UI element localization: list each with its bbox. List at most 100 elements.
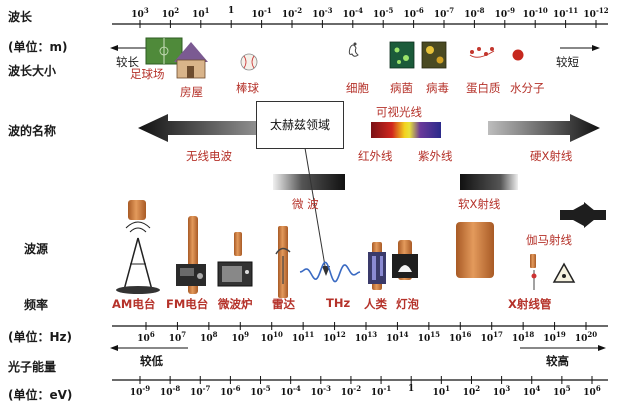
wavelength-tick-label: 10-6 [403, 6, 423, 20]
wavelength-tick-base: 10 [131, 10, 144, 20]
wavelength-tick-exponent: -4 [355, 6, 363, 15]
radar-dish-icon [275, 247, 291, 284]
hard-xray-label: 硬X射线 [530, 149, 573, 163]
wavelength-tick-base: 10 [403, 10, 416, 20]
wavelength-tick-label: 10-4 [343, 6, 363, 20]
terahertz-region-box: 太赫兹领域 [256, 101, 344, 149]
xray-tube-label: X射线管 [508, 297, 552, 311]
wavelength-tick-base: 1 [228, 6, 235, 16]
wavelength-tick-exponent: -11 [565, 6, 579, 15]
energy-tick-base: 10 [462, 388, 476, 398]
wavelength-tick-base: 10 [553, 10, 566, 20]
microwave-copper-bar [234, 232, 242, 256]
human-label: 人类 [364, 297, 387, 311]
frequency-tick-base: 10 [512, 334, 525, 344]
wavelength-tick-exponent: -10 [535, 6, 548, 15]
thz-wave-icon [299, 261, 361, 283]
frequency-tick-base: 10 [260, 334, 274, 344]
energy-tick-exponent: 5 [565, 384, 571, 393]
wavelength-tick-label: 102 [162, 6, 179, 20]
radio-wave-label: 无线电波 [186, 149, 232, 163]
energy-tick-exponent: 3 [505, 384, 511, 393]
energy-tick-base: 10 [492, 388, 506, 398]
energy-tick-label: 102 [463, 384, 480, 398]
energy-tick-label: 103 [493, 384, 510, 398]
wavelength-tick-base: 10 [464, 10, 477, 20]
wavelength-tick-base: 10 [161, 10, 175, 20]
water-molecule-label: 水分子 [510, 81, 545, 95]
radiation-warning-icon [552, 262, 576, 283]
wavelength-tick-base: 10 [433, 10, 447, 20]
energy-tick-label: 10-4 [281, 384, 301, 398]
energy-tick-exponent: 2 [475, 384, 481, 393]
frequency-tick-base: 10 [480, 334, 494, 344]
row-label-photon-energy: 光子能量 [8, 360, 57, 374]
lamp-icon [392, 254, 418, 278]
football-field-label: 足球场 [130, 67, 165, 81]
wavelength-tick-exponent: 3 [143, 6, 149, 15]
frequency-axis-ticks [145, 322, 587, 330]
frequency-tick-exponent: 7 [181, 330, 187, 339]
energy-tick-exponent: 1 [445, 384, 451, 393]
frequency-tick-base: 10 [292, 334, 305, 344]
frequency-tick-exponent: 16 [461, 330, 472, 339]
fm-radio-icon [176, 264, 206, 286]
energy-tick-base: 10 [129, 388, 143, 398]
wavelength-tick-exponent: -6 [415, 6, 424, 15]
energy-tick-exponent: -8 [172, 384, 181, 393]
frequency-tick-base: 10 [200, 334, 213, 344]
wavelength-tick-label: 1 [228, 6, 234, 16]
wavelength-tick-exponent: -8 [476, 6, 485, 15]
frequency-tick-base: 10 [168, 334, 182, 344]
baseball-label: 棒球 [236, 81, 259, 95]
energy-tick-label: 104 [523, 384, 540, 398]
wavelength-tick-exponent: 2 [174, 6, 180, 15]
frequency-tick-base: 10 [231, 334, 245, 344]
frequency-tick-label: 1015 [418, 330, 440, 344]
row-label-wave-name: 波的名称 [8, 124, 57, 138]
wavelength-tick-base: 10 [583, 10, 596, 20]
wavelength-tick-exponent: -3 [324, 6, 333, 15]
frequency-tick-exponent: 14 [398, 330, 409, 339]
energy-tick-label: 10-7 [190, 384, 210, 398]
frequency-tick-label: 1014 [386, 330, 408, 344]
frequency-tick-exponent: 10 [273, 330, 283, 339]
wavelength-tick-base: 10 [373, 10, 386, 20]
frequency-tick-exponent: 15 [430, 330, 440, 339]
frequency-tick-exponent: 6 [149, 330, 155, 339]
energy-tick-exponent: -5 [262, 384, 271, 393]
frequency-tick-label: 1016 [449, 330, 471, 344]
cell-icon [348, 42, 359, 57]
wavelength-tick-label: 10-2 [282, 6, 302, 20]
hard-xray-arrow [488, 114, 600, 142]
frequency-tick-label: 1018 [512, 330, 534, 344]
wavelength-tick-base: 10 [522, 10, 536, 20]
wavelength-tick-exponent: -2 [294, 6, 303, 15]
protein-icon [469, 47, 495, 58]
energy-tick-base: 10 [553, 388, 566, 398]
terahertz-pointer [304, 147, 327, 273]
frequency-tick-label: 107 [169, 330, 186, 344]
frequency-tick-label: 106 [137, 330, 154, 344]
baseball-icon [240, 53, 258, 71]
soft-xray-label: 软X射线 [458, 197, 501, 211]
gamma-ray-label: 伽马射线 [526, 233, 572, 247]
protein-label: 蛋白质 [466, 81, 501, 95]
frequency-tick-base: 10 [449, 334, 462, 344]
wavelength-tick-label: 10-7 [434, 6, 454, 20]
house-icon [174, 42, 208, 79]
energy-tick-label: 10-2 [341, 384, 361, 398]
wavelength-tick-base: 10 [342, 10, 356, 20]
frequency-tick-base: 10 [543, 334, 556, 344]
wavelength-tick-base: 10 [251, 10, 264, 20]
row-label-wavelength-unit: (单位：m) [8, 40, 68, 54]
wavelength-tick-label: 10-5 [373, 6, 393, 20]
am-radio-tower-icon [116, 221, 160, 294]
energy-axis-ticks [139, 376, 593, 384]
energy-tick-exponent: -9 [142, 384, 151, 393]
longer-label: 较长 [116, 55, 139, 69]
infrared-label: 红外线 [358, 149, 393, 163]
frequency-tick-base: 10 [354, 334, 368, 344]
energy-tick-base: 10 [432, 388, 446, 398]
